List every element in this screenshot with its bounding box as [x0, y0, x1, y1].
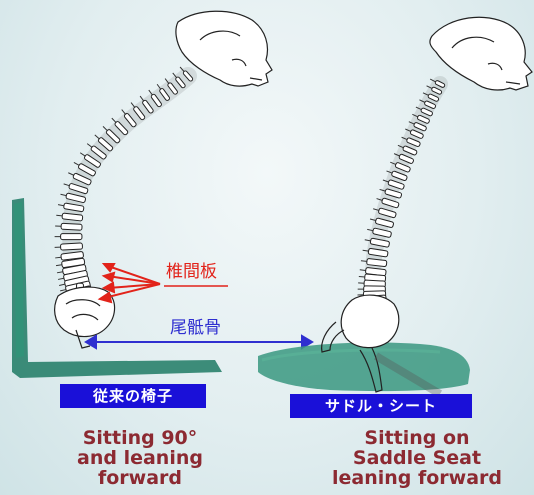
- vertebra: [61, 223, 82, 230]
- vertebra: [61, 234, 82, 240]
- vertebra-process: [359, 277, 365, 278]
- right-vertebrae: [357, 79, 445, 326]
- vertebra-process: [80, 153, 85, 156]
- saddle-seat-label: サドル・シート: [290, 394, 472, 418]
- vertebra-process: [74, 162, 79, 165]
- left-caption: Sitting 90° and leaning forward: [40, 428, 240, 488]
- right-skeleton: [322, 17, 532, 394]
- vertebra-process: [112, 118, 116, 122]
- vertebra-process: [59, 284, 65, 285]
- right-caption: Sitting on Saddle Seat leaning forward: [300, 428, 534, 488]
- vertebra-process: [57, 272, 63, 273]
- saddle-seat: [258, 343, 470, 392]
- vertebra-process: [103, 126, 107, 130]
- vertebra-process: [56, 265, 62, 266]
- vertebra-process: [58, 278, 64, 279]
- vertebra-process: [60, 290, 66, 291]
- left-skeleton: [55, 11, 272, 348]
- vertebra-process: [64, 184, 70, 186]
- vertebra-process: [122, 110, 126, 115]
- conventional-chair-label: 従来の椅子: [60, 384, 206, 408]
- vertebra-process: [95, 135, 100, 139]
- vertebra-process: [60, 194, 66, 195]
- vertebra-process: [360, 270, 366, 271]
- disc-label: 椎間板: [166, 262, 246, 282]
- vertebra: [60, 243, 82, 250]
- vertebra-process: [58, 205, 64, 206]
- coccyx-label: 尾骶骨: [170, 318, 250, 338]
- vertebra-process: [55, 257, 61, 258]
- vertebra-process: [87, 144, 92, 148]
- vertebra-process: [68, 173, 73, 176]
- vertebra-process: [131, 103, 135, 108]
- vertebra-process: [361, 261, 367, 262]
- vertebra-process: [56, 215, 62, 216]
